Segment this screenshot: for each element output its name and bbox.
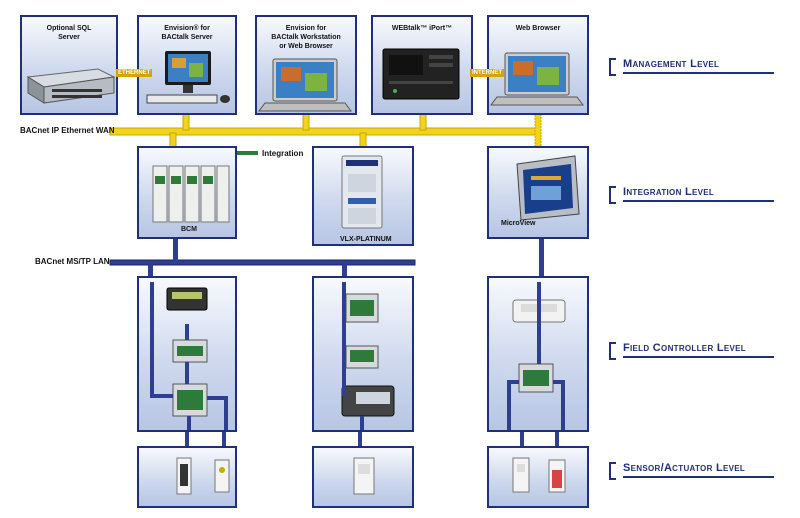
sensor-drop-3b (555, 430, 559, 448)
lan-drop-field2 (342, 262, 347, 280)
sensor-drop-3a (520, 430, 524, 448)
panel-field-2 (312, 276, 414, 432)
sensor-2-devices (353, 457, 375, 495)
server-rack-icon (26, 68, 116, 104)
panel-web-browser: Web Browser (487, 15, 589, 115)
microview-label: MicroView (501, 220, 536, 227)
sensor-drop-1b (222, 430, 226, 448)
web-browser-title: Web Browser (515, 25, 561, 32)
integration-label: Integration (262, 149, 304, 158)
panel-field-3 (487, 276, 589, 432)
sensor-drop-1a (185, 430, 189, 448)
level-management: Management Level (609, 58, 774, 76)
level-integration: Integration Level (609, 186, 774, 204)
panel-sql-server: Optional SQL Server (20, 15, 118, 115)
sql-server-title: Optional SQL Server (46, 25, 92, 41)
panel-envision-server: Envision® for BACtalk Server (137, 15, 237, 115)
panel-vlx: VLX-PLATINUM (312, 146, 414, 246)
level-field-label: Field Controller Level (623, 342, 746, 354)
lan-drop-field1 (148, 262, 153, 280)
ethernet-tag: ETHERNET (116, 69, 153, 77)
field-3-devices (507, 282, 566, 430)
desktop-pc-icon (146, 51, 230, 104)
panel-sensor-3 (487, 446, 589, 508)
internet-tag: INTERNET (470, 69, 504, 77)
lan-drop-bcm (173, 238, 178, 262)
webtalk-iport-title: WEBtalk™ iPort™ (391, 25, 453, 32)
vlx-label: VLX-PLATINUM (340, 236, 392, 243)
field-2-devices (341, 282, 395, 430)
panel-field-1 (137, 276, 237, 432)
iport-appliance-icon (382, 48, 460, 100)
wall-sensor-icon (353, 457, 375, 495)
wan-bus-label: BACnet IP Ethernet WAN (20, 126, 115, 135)
sensor-drop-2 (358, 430, 362, 448)
lan-bus-label: BACnet MS/TP LAN (35, 257, 110, 266)
lan-bus (109, 259, 416, 266)
field-1-devices (150, 282, 228, 430)
envision-workstation-title: Envision for BACtalk Workstation or Web … (271, 25, 341, 50)
sensor-3-devices (512, 457, 566, 493)
level-sensor: Sensor/Actuator Level (609, 462, 774, 480)
wall-sensor-icon (214, 459, 230, 493)
panel-bcm: BCM (137, 146, 237, 239)
level-management-label: Management Level (623, 58, 720, 70)
level-sensor-label: Sensor/Actuator Level (623, 462, 746, 474)
bcm-label: BCM (181, 226, 197, 233)
wall-sensor-icon (512, 457, 530, 493)
microview-touchscreen-icon (516, 155, 580, 221)
panel-envision-workstation: Envision for BACtalk Workstation or Web … (255, 15, 357, 115)
panel-sensor-1 (137, 446, 237, 508)
vlx-controller-icon (341, 155, 383, 229)
panel-microview: MicroView (487, 146, 589, 239)
laptop-icon (490, 52, 584, 106)
microview-drop (539, 238, 544, 280)
sensor-1-devices (176, 457, 230, 495)
panel-webtalk-iport: WEBtalk™ iPort™ (371, 15, 473, 115)
envision-server-title: Envision® for BACtalk Server (161, 25, 213, 41)
panel-sensor-2 (312, 446, 414, 508)
level-integration-label: Integration Level (623, 186, 715, 198)
bcm-module-icon (152, 165, 230, 223)
laptop-icon (258, 58, 352, 112)
level-field: Field Controller Level (609, 342, 774, 360)
